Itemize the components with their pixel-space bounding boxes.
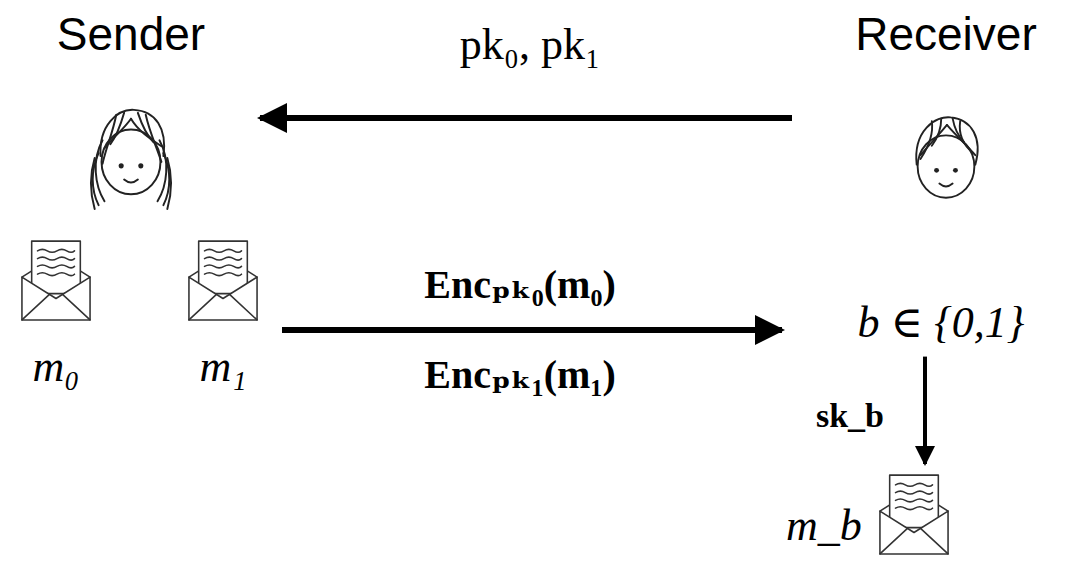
math-label: m_b — [786, 501, 862, 558]
message-envelope — [22, 241, 90, 320]
text-node: b ∈ {0,1} — [790, 298, 1089, 349]
party-node: Receiver — [800, 8, 1089, 213]
receiver-figure — [916, 117, 977, 198]
received-envelope — [880, 475, 948, 554]
arrow-label: Encₚₖ₁(m₁) — [420, 352, 620, 398]
math-label: m₀ — [5, 342, 107, 393]
arrow-connector — [282, 327, 782, 333]
party-name: Sender — [10, 8, 252, 61]
sender-figure — [91, 110, 171, 209]
received-envelope — [878, 472, 950, 558]
party-node: Sender — [10, 8, 252, 215]
message-envelope — [20, 238, 92, 324]
arrow-label: Encₚₖ₀(m₀) — [420, 262, 620, 308]
arrow-label: pk₀, pk₁ — [456, 20, 605, 71]
arrow-label: sk_b — [812, 396, 888, 435]
party-name: Receiver — [800, 8, 1089, 61]
text-node: m_b — [786, 472, 966, 558]
text-node: m₁ — [172, 238, 274, 393]
text-node: m₀ — [5, 238, 107, 393]
receiver-figure — [894, 105, 998, 213]
message-envelope — [189, 241, 257, 320]
message-envelope — [187, 238, 259, 324]
sender-figure — [77, 99, 185, 215]
math-label: m₁ — [172, 342, 274, 393]
arrow-connector — [260, 115, 792, 121]
math-label: b ∈ {0,1} — [790, 298, 1089, 349]
arrow-connector — [923, 357, 927, 464]
